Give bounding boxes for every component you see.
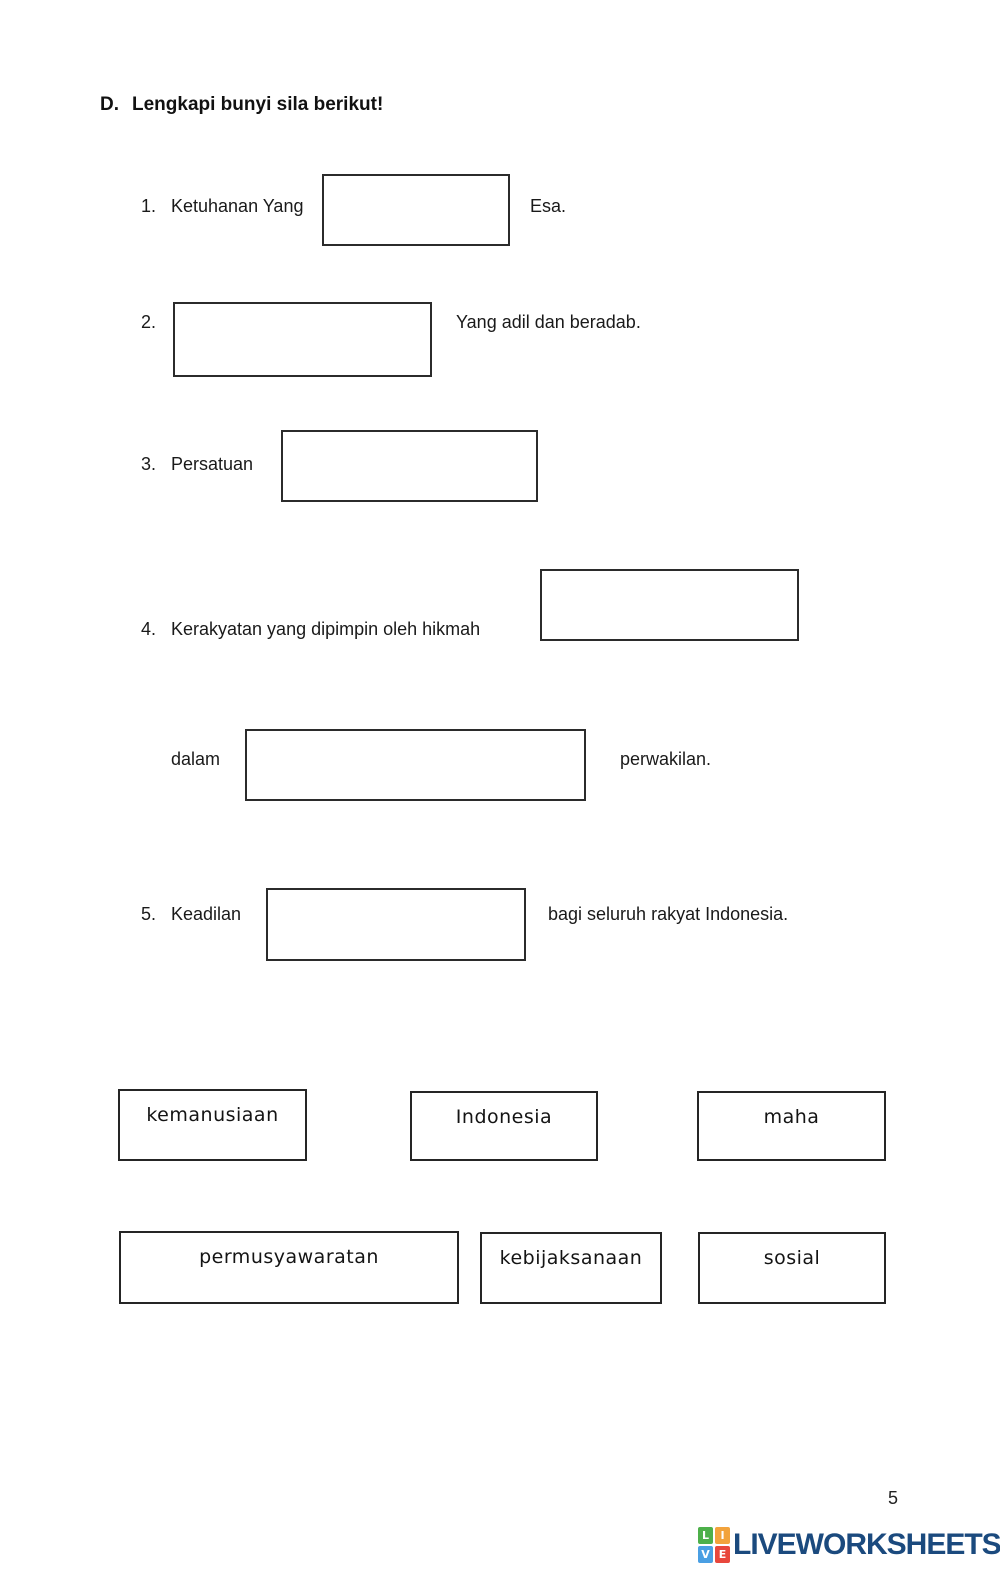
question-5-number: 5. <box>141 904 157 924</box>
question-4-continuation-before: dalam <box>171 749 221 769</box>
section-title: D. Lengkapi bunyi sila berikut! <box>100 94 383 116</box>
question-1-text-after: Esa. <box>530 196 567 216</box>
word-bank-item-permusyawaratan[interactable]: permusyawaratan <box>119 1231 459 1304</box>
word-bank-label: maha <box>763 1106 820 1128</box>
page-number: 5 <box>888 1488 899 1508</box>
liveworksheets-logo[interactable]: L I V E LIVEWORKSHEETS <box>698 1527 1000 1563</box>
liveworksheets-logo-icon: L I V E <box>698 1527 730 1563</box>
answer-box-6[interactable] <box>266 888 526 961</box>
question-1-text-before: Ketuhanan Yang <box>171 196 304 216</box>
question-5-text-before: Keadilan <box>171 904 242 924</box>
question-5-text-after: bagi seluruh rakyat Indonesia. <box>548 904 789 924</box>
section-title-text: Lengkapi bunyi sila berikut! <box>132 94 384 115</box>
question-2-text-after: Yang adil dan beradab. <box>456 312 641 332</box>
question-4-continuation-after: perwakilan. <box>620 749 712 769</box>
word-bank-item-kebijaksanaan[interactable]: kebijaksanaan <box>480 1232 662 1304</box>
question-3-number: 3. <box>141 454 157 474</box>
answer-box-3[interactable] <box>281 430 538 502</box>
word-bank-item-indonesia[interactable]: Indonesia <box>410 1091 598 1161</box>
word-bank-label: permusyawaratan <box>199 1246 379 1268</box>
word-bank-label: Indonesia <box>455 1106 553 1128</box>
word-bank-label: kemanusiaan <box>146 1104 279 1126</box>
question-4-text-before: Kerakyatan yang dipimpin oleh hikmah <box>171 619 481 639</box>
word-bank-item-kemanusiaan[interactable]: kemanusiaan <box>118 1089 307 1161</box>
answer-box-1[interactable] <box>322 174 510 246</box>
logo-square-e: E <box>715 1546 730 1563</box>
word-bank-item-sosial[interactable]: sosial <box>698 1232 886 1304</box>
word-bank-item-maha[interactable]: maha <box>697 1091 886 1161</box>
word-bank-label: sosial <box>763 1247 821 1269</box>
question-3-text-before: Persatuan <box>171 454 254 474</box>
answer-box-4[interactable] <box>540 569 799 641</box>
liveworksheets-brand-text: LIVEWORKSHEETS <box>733 1528 1000 1561</box>
word-bank-label: kebijaksanaan <box>499 1247 643 1269</box>
logo-square-l: L <box>698 1527 713 1544</box>
answer-box-2[interactable] <box>173 302 432 377</box>
answer-box-5[interactable] <box>245 729 586 801</box>
question-4-number: 4. <box>141 619 157 639</box>
logo-square-v: V <box>698 1546 713 1563</box>
question-1-number: 1. <box>141 196 157 216</box>
logo-square-i: I <box>715 1527 730 1544</box>
question-2-number: 2. <box>141 312 157 332</box>
section-letter: D. <box>100 94 119 115</box>
